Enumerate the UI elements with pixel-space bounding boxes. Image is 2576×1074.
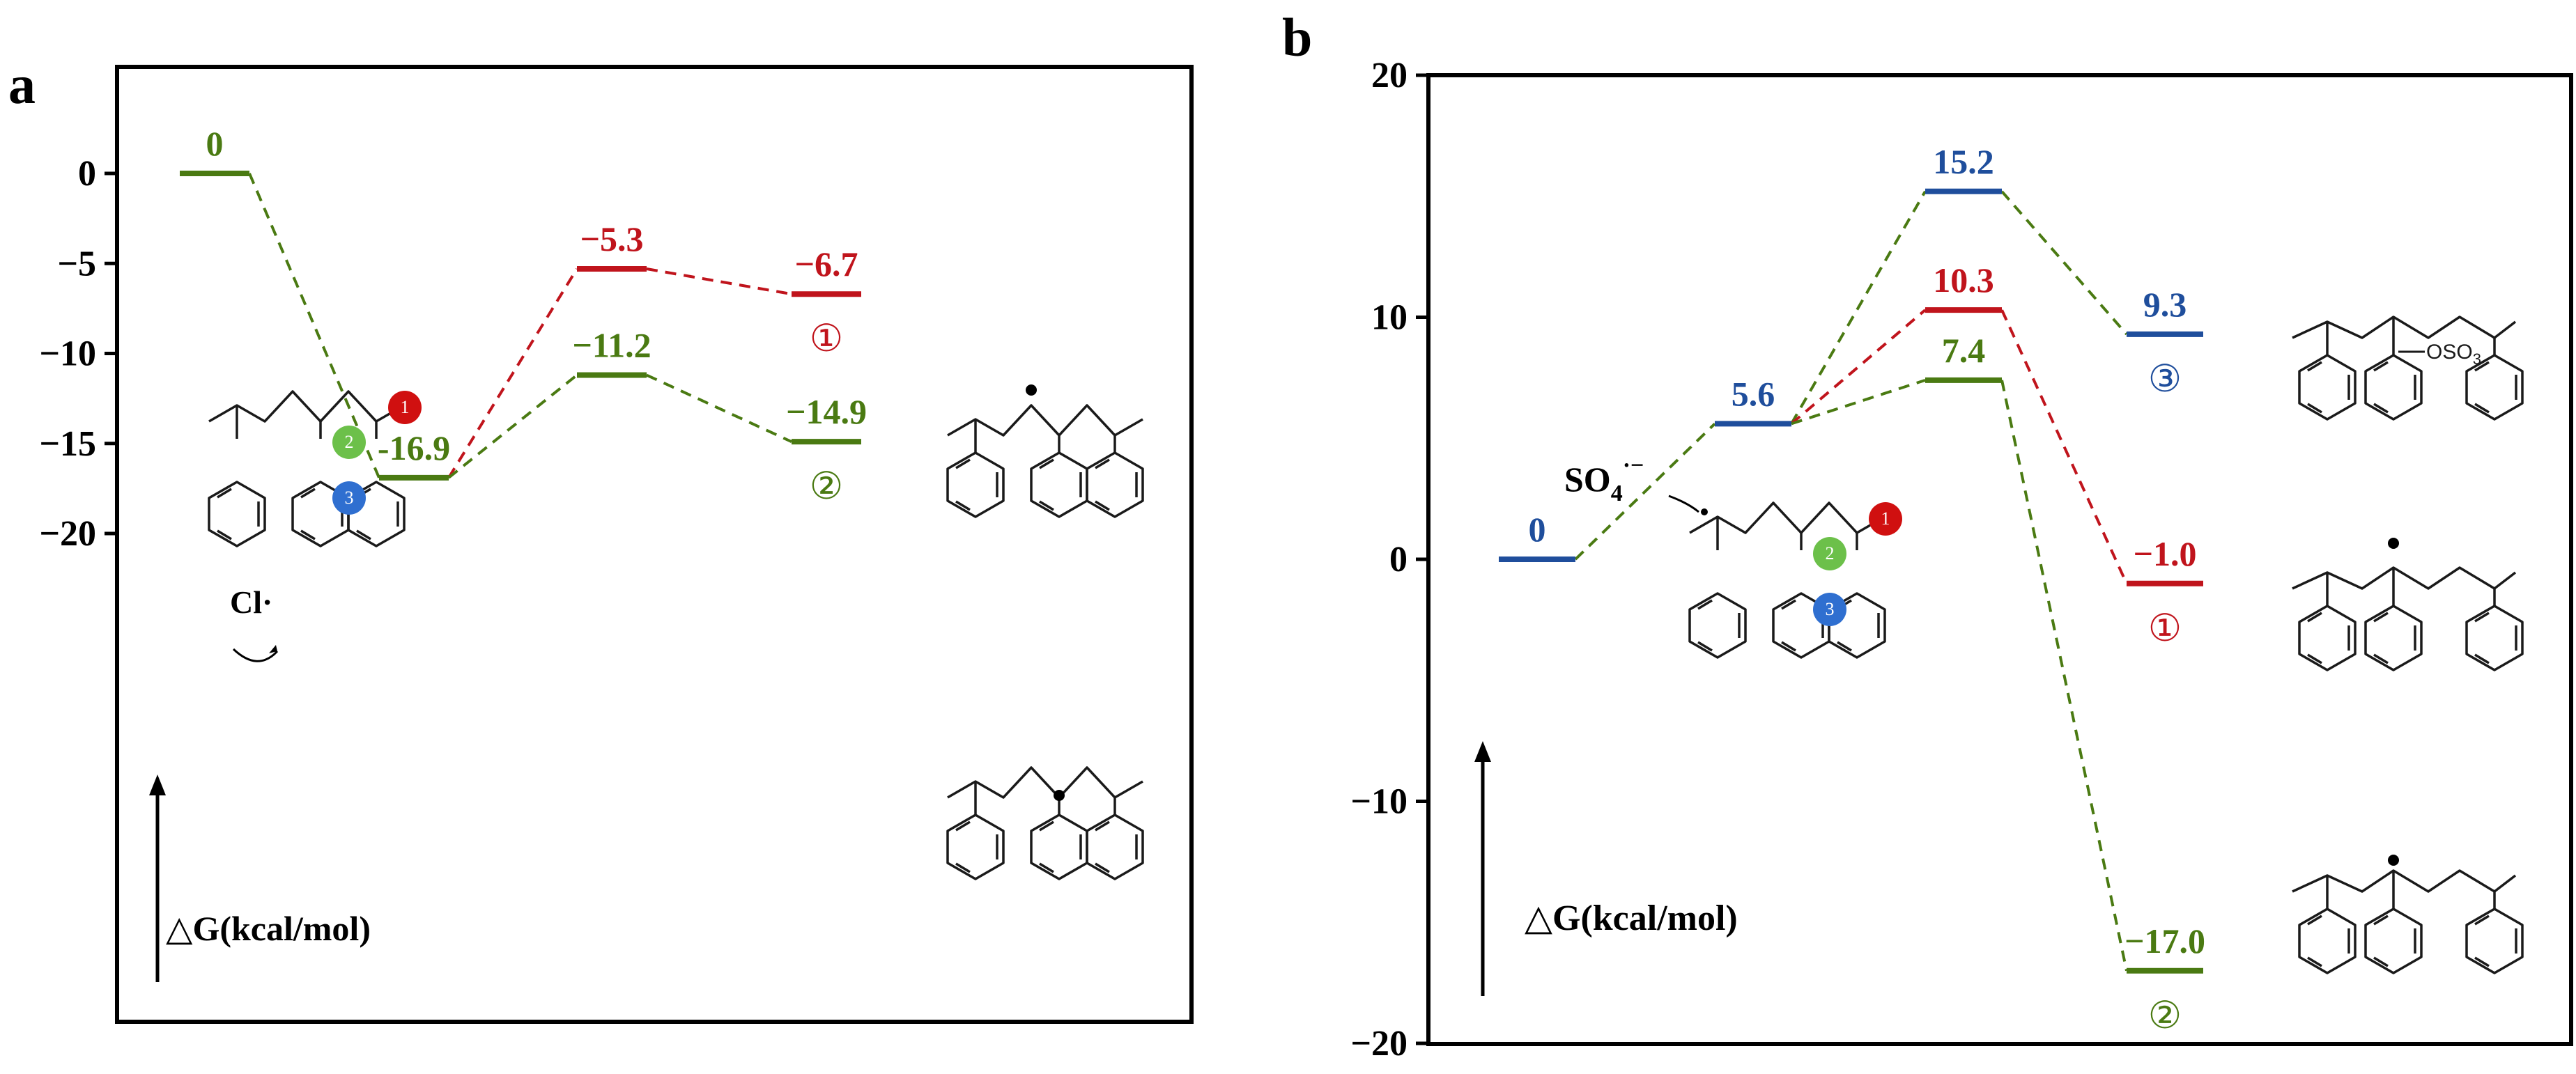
panel-a-label: a xyxy=(8,54,36,115)
energy-value-label: 0 xyxy=(1529,510,1546,549)
y-tick-label: −10 xyxy=(39,334,96,374)
energy-value-label: 0 xyxy=(206,124,224,163)
product-1-structure-b xyxy=(2292,538,2522,670)
energy-value-label: 15.2 xyxy=(1933,142,1994,181)
y-tick-label: 20 xyxy=(1371,56,1407,95)
site-1-label: 1 xyxy=(401,397,410,417)
energy-value-label: −6.7 xyxy=(795,244,858,283)
panel-b-label: b xyxy=(1282,7,1312,68)
oso3-subscript: 3 xyxy=(2473,350,2481,368)
product-2-structure-b xyxy=(2292,855,2522,973)
panel-b-axis-arrowhead xyxy=(1474,741,1491,762)
pathway-connector xyxy=(1790,190,1927,425)
pathway-connector xyxy=(1574,422,1716,561)
product-number-marker: ③ xyxy=(2148,358,2182,400)
site-3-marker xyxy=(1813,593,1846,626)
site-2-label: 2 xyxy=(345,432,354,452)
pathway-connector xyxy=(1790,309,1927,425)
y-tick-label: 0 xyxy=(78,154,96,194)
site-2-marker xyxy=(1813,537,1846,570)
site-2-label: 2 xyxy=(1826,543,1835,563)
site-2-marker xyxy=(332,426,366,459)
site-3-marker xyxy=(332,481,366,515)
energy-value-label: −17.0 xyxy=(2124,921,2205,960)
y-tick-label: −20 xyxy=(1350,1024,1407,1064)
panel-b-y-ticks: 20 10 0 −10 −20 xyxy=(1350,56,1428,1064)
y-tick-label: −10 xyxy=(1350,782,1407,822)
y-tick-label: 10 xyxy=(1371,298,1407,338)
energy-value-label: 9.3 xyxy=(2143,285,2187,324)
product-2-structure-a xyxy=(948,768,1143,879)
site-1-marker xyxy=(388,391,422,424)
site-1-marker xyxy=(1869,502,1902,536)
panel-a-levels: 0 -16.9 −5.3 −11.2 −6.7 ① −14.9 ② xyxy=(180,124,867,507)
y-tick-label: −5 xyxy=(57,244,96,283)
energy-value-label: −11.2 xyxy=(572,326,651,365)
y-tick-label: −15 xyxy=(39,424,96,464)
product-number-marker: ① xyxy=(810,318,843,359)
energy-value-label: −14.9 xyxy=(786,392,867,431)
reactant-structure-b: 1 2 3 xyxy=(1688,501,1902,659)
sulfate-attack-dot xyxy=(1701,508,1708,515)
product-number-marker: ② xyxy=(2148,995,2182,1036)
pathway-connector xyxy=(447,373,578,479)
panel-b-connectors xyxy=(1574,190,2128,972)
pathway-connector xyxy=(1791,378,1926,426)
energy-value-label: -16.9 xyxy=(378,428,450,467)
chlorine-attack-arrow xyxy=(232,648,279,662)
pathway-connector xyxy=(646,267,792,296)
chlorine-radical-label: Cl· xyxy=(230,584,272,620)
pathway-connector xyxy=(2000,190,2128,336)
site-3-label: 3 xyxy=(345,488,354,508)
energy-value-label: 5.6 xyxy=(1732,374,1775,413)
y-tick-label: 0 xyxy=(1389,540,1407,579)
product-3-structure-b: OSO3 xyxy=(2292,317,2522,419)
oso3-label: OSO3 xyxy=(2426,341,2481,368)
energy-value-label: 10.3 xyxy=(1933,260,1994,299)
product-number-marker: ① xyxy=(2148,607,2182,649)
panel-a: a 0 −5 −10 −15 −20 0 -16.9 −5.3 −11.2 −6.7 ① −14.9… xyxy=(8,54,1194,1024)
sulfate-superscript: ·− xyxy=(1623,453,1644,478)
y-tick-label: −20 xyxy=(39,514,96,554)
product-number-marker: ② xyxy=(810,465,843,507)
pathway-connector xyxy=(2000,309,2128,584)
sulfate-attack-arrow xyxy=(1668,495,1699,513)
sulfate-subscript: 4 xyxy=(1611,481,1623,506)
reactant-structure-a: 1 2 3 xyxy=(208,390,422,547)
sulfate-radical-label: SO4·− xyxy=(1564,453,1644,506)
site-3-label: 3 xyxy=(1826,599,1835,619)
site-1-label: 1 xyxy=(1881,508,1890,529)
panel-a-ylabel: △G(kcal/mol) xyxy=(166,909,371,948)
panel-a-frame xyxy=(115,65,1194,1024)
energy-value-label: −1.0 xyxy=(2134,534,2197,573)
panel-a-y-ticks: 0 −5 −10 −15 −20 xyxy=(39,154,117,554)
energy-value-label: 7.4 xyxy=(1942,331,1986,370)
chlorine-attack-arrowhead xyxy=(269,645,277,653)
panel-b-levels: 0 5.6 15.2 10.3 7.4 9.3 ③ −1.0 ① −17.0 ② xyxy=(1499,142,2205,1036)
panel-a-axis-arrowhead xyxy=(149,775,166,795)
panel-b-ylabel: △G(kcal/mol) xyxy=(1525,898,1738,938)
pathway-connector xyxy=(447,267,578,478)
panel-b: b 20 10 0 −10 −20 0 5.6 15.2 10.3 7.4 9.3 ③ −1.0 ① −1… xyxy=(1282,7,2573,1064)
energy-value-label: −5.3 xyxy=(580,219,644,258)
panel-a-connectors xyxy=(248,173,792,479)
product-1-structure-a xyxy=(948,384,1143,517)
pathway-connector xyxy=(2000,380,2128,972)
pathway-connector xyxy=(646,373,792,443)
